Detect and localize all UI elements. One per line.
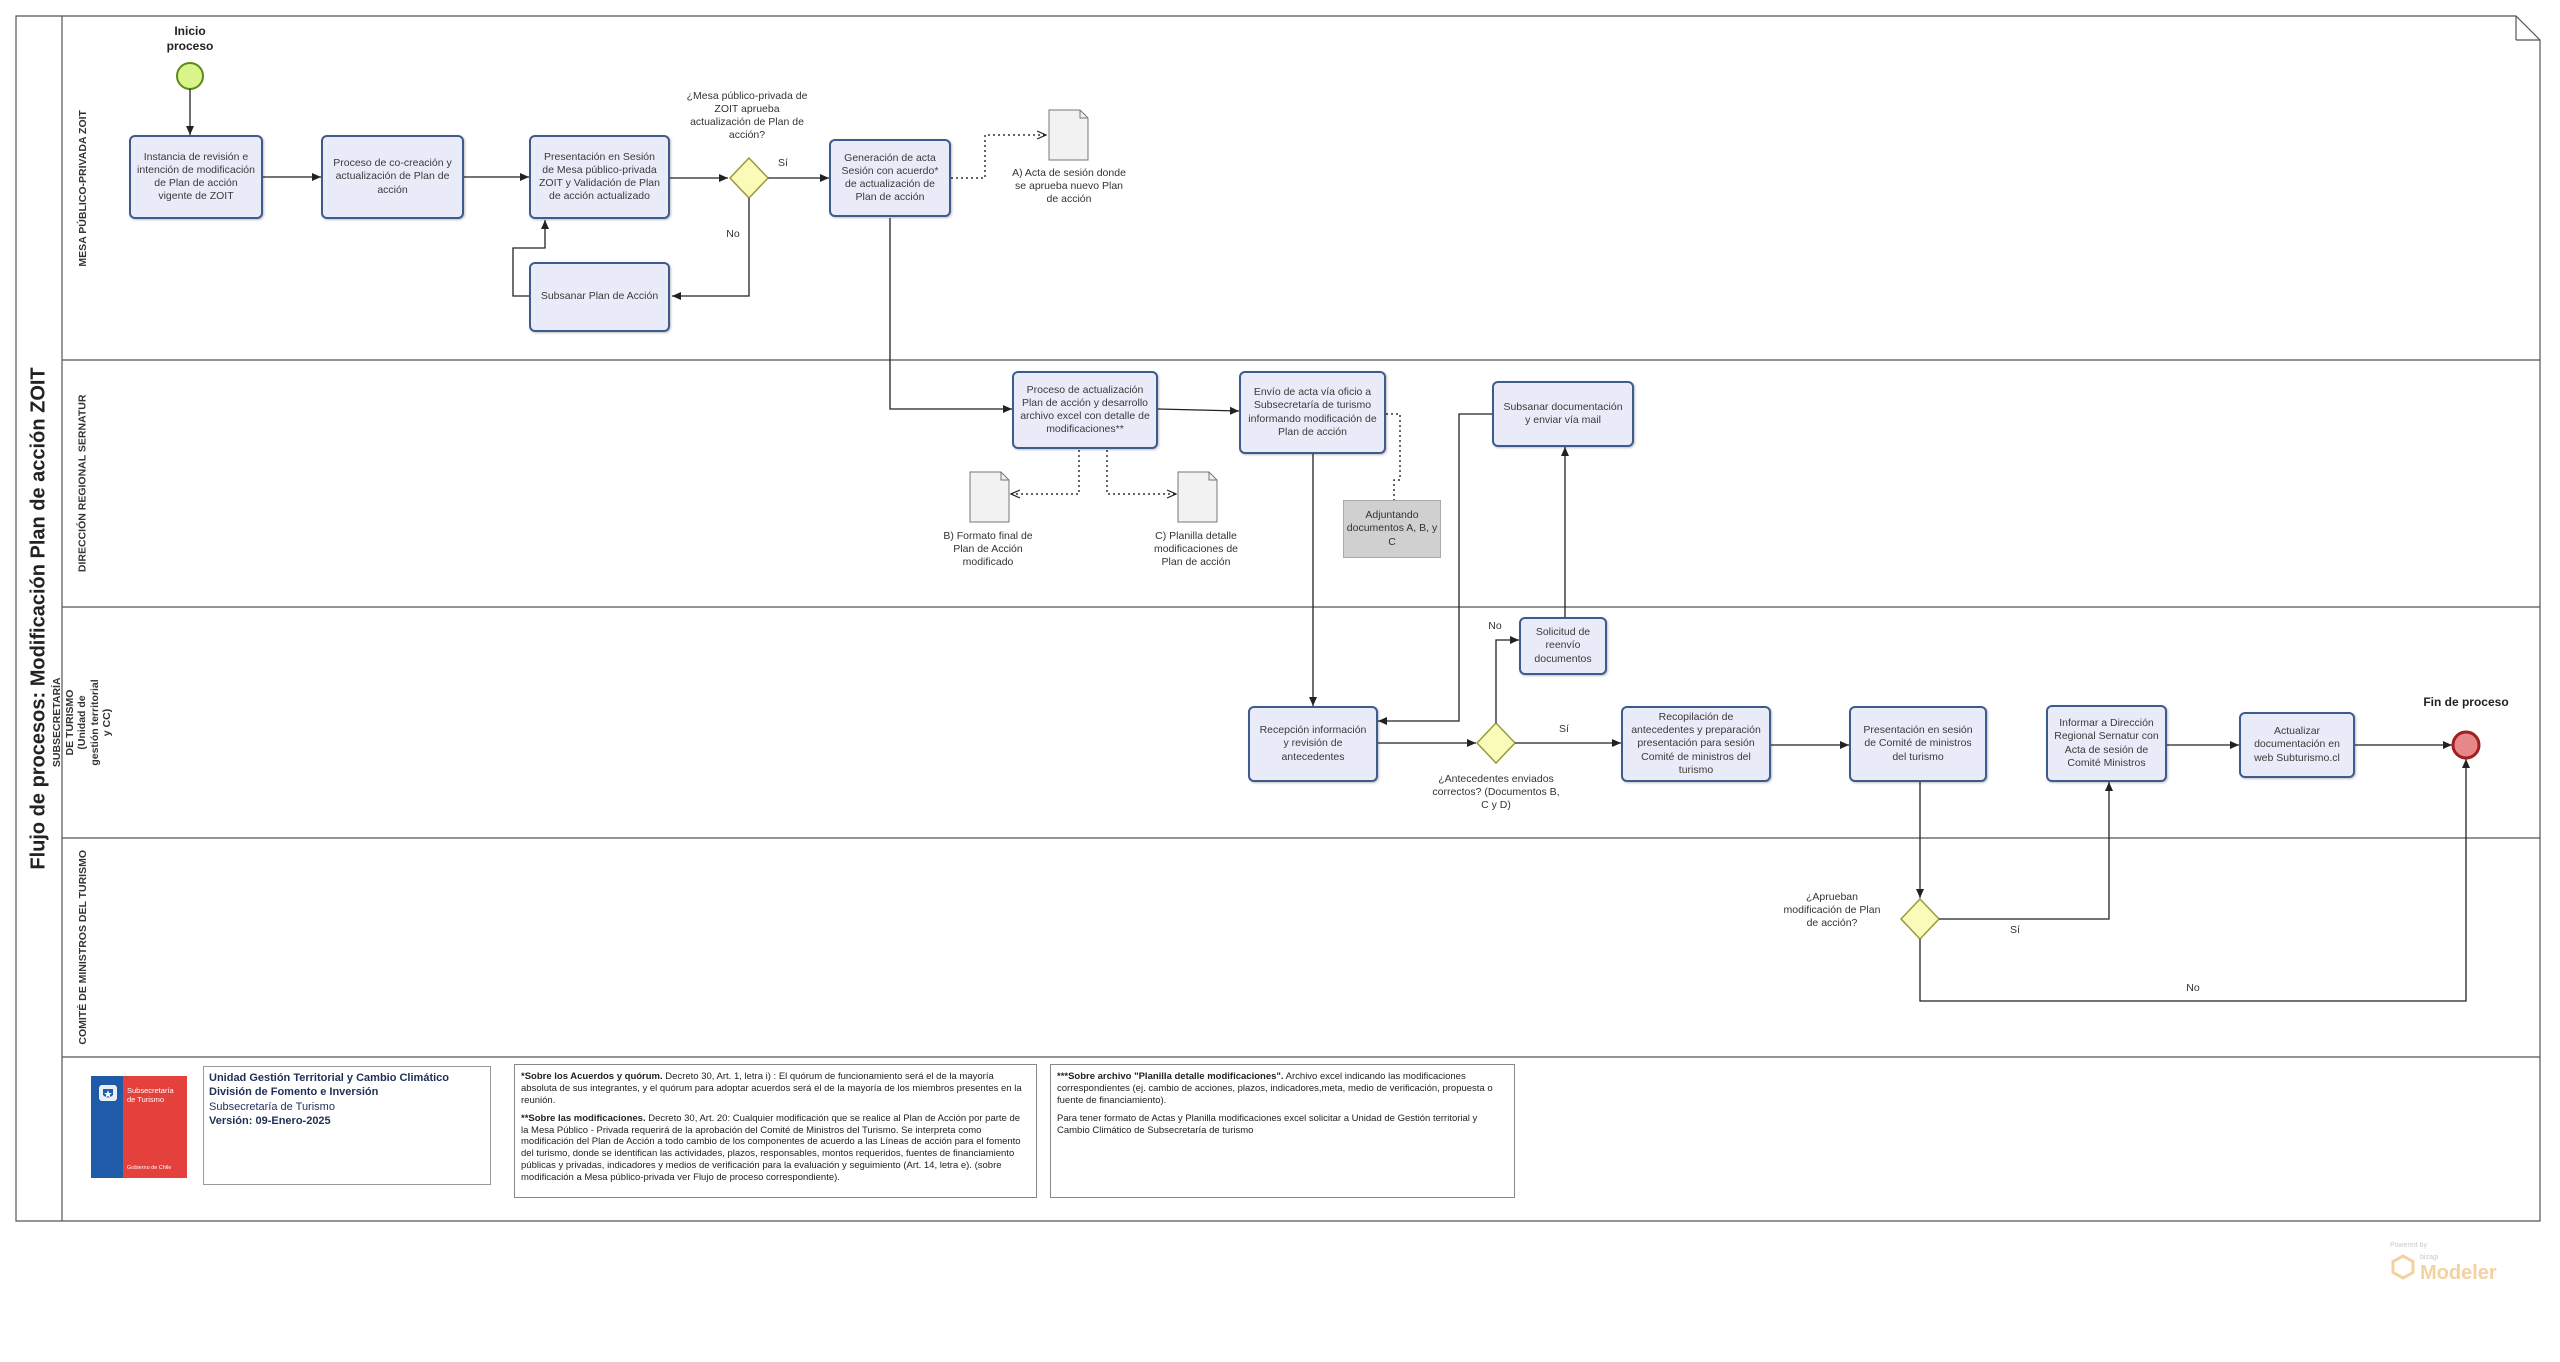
bizagi-hexagon-icon: [2390, 1254, 2416, 1280]
bizagi-watermark: Powered by bizagi Modeler: [2390, 1242, 2520, 1290]
task-presentacion-comite[interactable]: Presentación en sesión de Comité de mini…: [1849, 706, 1987, 782]
footer-info-version: Versión: 09-Enero-2025: [209, 1114, 331, 1127]
start-event-label: Inicio proceso: [166, 24, 214, 53]
logo-text: Subsecretaría de Turismo: [127, 1086, 174, 1104]
task-generacion-acta[interactable]: Generación de acta Sesión con acuerdo* d…: [829, 139, 951, 217]
footer-info-unit: Unidad Gestión Territorial y Cambio Clim…: [209, 1072, 450, 1084]
note-modificaciones-text: Decreto 30, Art. 20: Cualquier modificac…: [521, 1112, 1021, 1183]
flow-label-no-3: No: [2186, 982, 2200, 994]
logo-line-2: de Turismo: [127, 1095, 165, 1104]
gateway-mesa-aprueba-label: ¿Mesa público-privada de ZOIT aprueba ac…: [686, 90, 808, 142]
task-informar-direccion[interactable]: Informar a Dirección Regional Sernatur c…: [2046, 705, 2167, 782]
watermark-brand: Modeler: [2420, 1262, 2497, 1284]
note-modificaciones-title: **Sobre las modificaciones.: [521, 1112, 646, 1124]
pool-title: Flujo de procesos: Modificación Plan de …: [16, 16, 62, 1221]
sequence-flows: [186, 89, 2470, 1002]
lane-label: MESA PÚBLICO-PRIVADA ZOIT: [76, 109, 89, 267]
watermark-brand-small: bizagi: [2420, 1254, 2439, 1261]
gateway-aprueban-modificacion[interactable]: [1899, 897, 1941, 941]
task-recepcion-informacion[interactable]: Recepción información y revisión de ante…: [1248, 706, 1378, 782]
task-subsanar-plan[interactable]: Subsanar Plan de Acción: [529, 262, 670, 332]
lane-mesa-publico-privada: MESA PÚBLICO-PRIVADA ZOIT: [62, 16, 104, 360]
task-actualizar-web[interactable]: Actualizar documentación en web Subturis…: [2239, 712, 2355, 778]
lane-direccion-regional: DIRECCIÓN REGIONAL SERNATUR: [62, 360, 104, 607]
task-presentacion-sesion-mesa[interactable]: Presentación en Sesión de Mesa público-p…: [529, 135, 670, 219]
note-planilla-text-2: Para tener formato de Actas y Planilla m…: [1057, 1112, 1478, 1136]
gateway-aprueban-label: ¿Aprueban modificación de Plan de acción…: [1783, 891, 1881, 930]
task-subsanar-documentacion[interactable]: Subsanar documentación y enviar vía mail: [1492, 381, 1634, 447]
task-solicitud-reenvio[interactable]: Solicitud de reenvío documentos: [1519, 617, 1607, 675]
note-planilla-title: ***Sobre archivo "Planilla detalle modif…: [1057, 1071, 1284, 1082]
flow-label-si-1: Sí: [778, 157, 788, 169]
gateway-antecedentes-correctos[interactable]: [1475, 721, 1517, 765]
associations: [951, 135, 1401, 500]
coat-of-arms-icon: [97, 1082, 119, 1104]
document-icon-b: [969, 471, 1010, 523]
document-label-a: A) Acta de sesión donde se aprueba nuevo…: [1012, 167, 1126, 206]
end-event[interactable]: [2451, 730, 2481, 760]
annotation-adjuntando-documentos: Adjuntando documentos A, B, y C: [1343, 500, 1441, 558]
note-acuerdos-text: Decreto 30, Art. 1, letra i) : El quórum…: [521, 1071, 1022, 1106]
logo-bottom-text: Gobierno de Chile: [127, 1165, 172, 1171]
lane-label: SUBSECRETARÍA DE TURISMO (Unidad de gest…: [51, 677, 114, 768]
task-instancia-revision[interactable]: Instancia de revisión e intención de mod…: [129, 135, 263, 219]
lane-subsecretaria: SUBSECRETARÍA DE TURISMO (Unidad de gest…: [52, 607, 114, 838]
pool-frame: [15, 15, 2541, 1222]
lane-label: COMITÉ DE MINISTROS DEL TURISMO: [76, 850, 89, 1045]
task-recopilacion-antecedentes[interactable]: Recopilación de antecedentes y preparaci…: [1621, 706, 1771, 782]
note-acuerdos-title: *Sobre los Acuerdos y quórum.: [521, 1071, 663, 1082]
flow-label-si-2: Sí: [1559, 723, 1569, 735]
footer-info-subsecretaria: Subsecretaría de Turismo: [209, 1100, 335, 1113]
start-event[interactable]: [176, 62, 204, 90]
task-co-creacion[interactable]: Proceso de co-creación y actualización d…: [321, 135, 464, 219]
flow-label-no-1: No: [726, 228, 740, 240]
lane-label: DIRECCIÓN REGIONAL SERNATUR: [76, 394, 89, 573]
logo-line-1: Subsecretaría: [127, 1086, 174, 1095]
document-label-b: B) Formato final de Plan de Acción modif…: [943, 530, 1033, 569]
gobierno-logo: Subsecretaría de Turismo Gobierno de Chi…: [91, 1076, 187, 1178]
watermark-powered-by: Powered by: [2390, 1242, 2427, 1249]
flow-label-si-3: Sí: [2010, 924, 2020, 936]
task-actualizacion-plan[interactable]: Proceso de actualización Plan de acción …: [1012, 371, 1158, 449]
document-icon-a: [1048, 109, 1089, 161]
document-label-c: C) Planilla detalle modificaciones de Pl…: [1153, 530, 1239, 569]
lane-comite-ministros: COMITÉ DE MINISTROS DEL TURISMO: [62, 838, 104, 1057]
gateway-antecedentes-label: ¿Antecedentes enviados correctos? (Docum…: [1432, 773, 1560, 812]
flow-label-no-2: No: [1488, 620, 1502, 632]
task-envio-acta-oficio[interactable]: Envío de acta vía oficio a Subsecretaría…: [1239, 371, 1386, 454]
footer-note-planilla: ***Sobre archivo "Planilla detalle modif…: [1050, 1064, 1515, 1198]
note-planilla-text: Archivo excel indicando las modificacion…: [1057, 1071, 1493, 1106]
footer-info-box: Unidad Gestión Territorial y Cambio Clim…: [203, 1066, 491, 1185]
document-icon-c: [1177, 471, 1218, 523]
footer-info-division: División de Fomento e Inversión: [209, 1086, 379, 1099]
gateway-mesa-aprueba[interactable]: [728, 156, 770, 200]
pool-title-text: Flujo de procesos: Modificación Plan de …: [27, 367, 50, 870]
end-event-label: Fin de proceso: [2423, 695, 2509, 709]
footer-note-acuerdos: *Sobre los Acuerdos y quórum. Decreto 30…: [514, 1064, 1037, 1198]
